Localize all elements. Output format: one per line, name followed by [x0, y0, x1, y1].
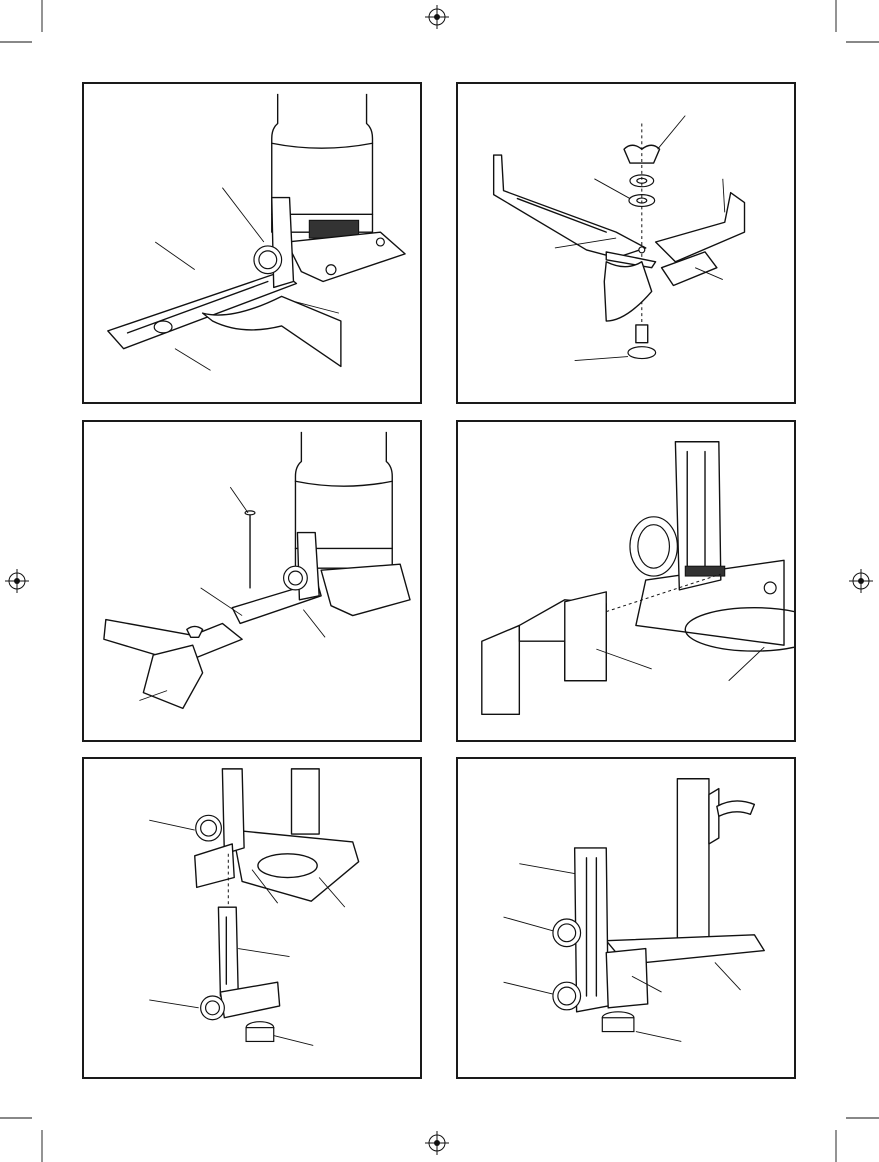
router-base-plate — [287, 232, 406, 281]
bolt-icon — [628, 325, 656, 359]
knob-icon — [196, 815, 222, 841]
guide-holder — [675, 442, 724, 590]
figure-1-straight-guide — [82, 82, 422, 404]
crosshair-circle-icon — [849, 569, 873, 593]
knob-icon — [553, 982, 581, 1010]
knob-icon — [201, 996, 225, 1020]
callout-leader-lines — [596, 647, 764, 681]
crosshair-circle-icon — [5, 569, 29, 593]
roller-bracket — [606, 949, 647, 1008]
figure-5-roller-guide-exploded — [82, 757, 422, 1079]
knob-icon — [254, 246, 282, 274]
pin-icon — [245, 511, 255, 588]
figure-3-circle-guide-pin — [82, 420, 422, 742]
guide-bracket — [494, 155, 745, 321]
router-motor-body — [677, 779, 754, 943]
wing-nut-icon — [187, 626, 203, 637]
knob-icon — [630, 517, 677, 576]
figure-6-roller-guide-assembled — [456, 757, 796, 1079]
router-base-plate — [232, 769, 358, 901]
roller-icon — [602, 1012, 634, 1032]
roller-icon — [246, 1022, 274, 1042]
guide-plate — [482, 592, 606, 714]
figure-2-guide-exploded — [456, 82, 796, 404]
knob-icon — [154, 321, 172, 333]
knob-icon — [553, 919, 581, 947]
crosshair-circle-icon — [425, 5, 449, 29]
crosshair-circle-icon — [425, 1131, 449, 1155]
knob-icon — [284, 566, 308, 590]
roller-bracket — [218, 907, 279, 1018]
figure-4-guide-insertion — [456, 420, 796, 742]
guide-bar — [104, 533, 321, 709]
